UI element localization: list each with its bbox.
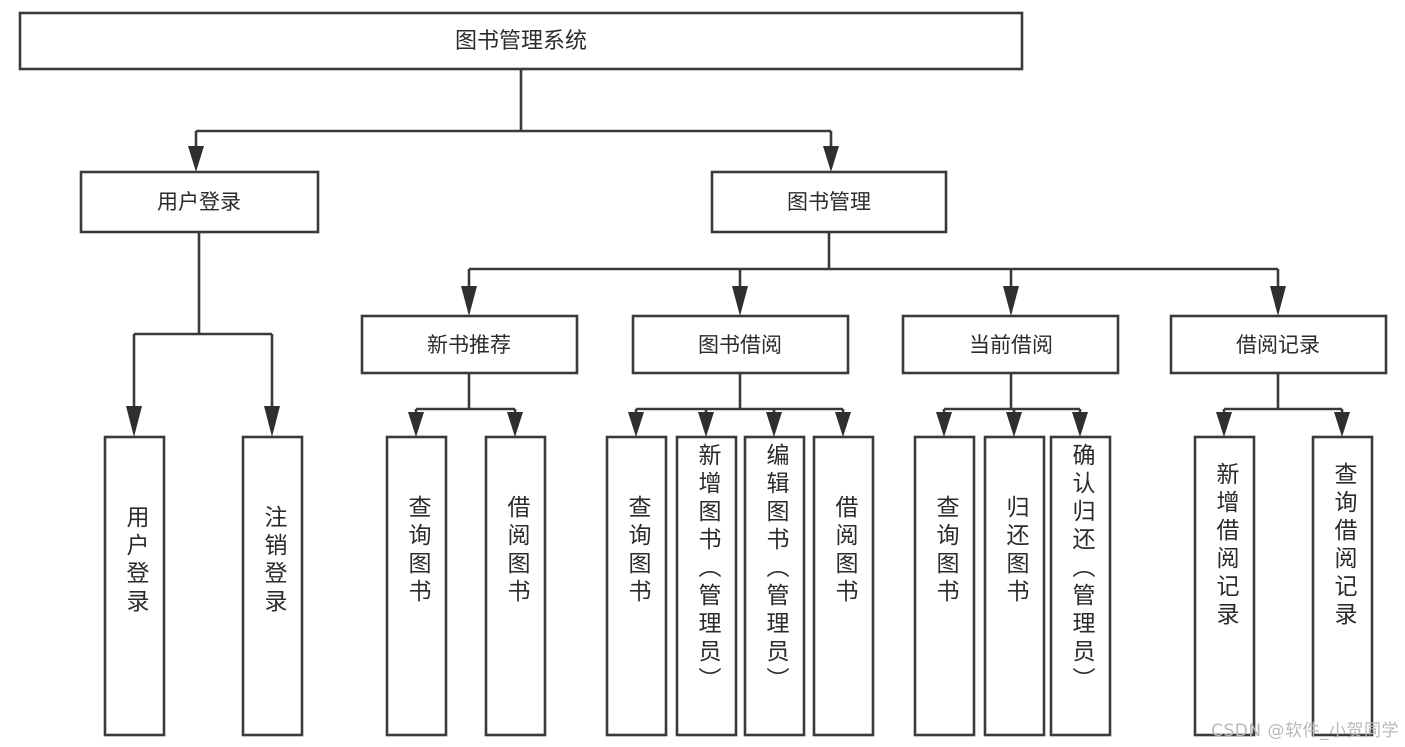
- node-current-borrow[interactable]: 当前借阅: [901, 314, 1120, 375]
- book-borrow-label: 图书借阅: [698, 333, 782, 357]
- leaf-box-edit-book[interactable]: [743, 435, 806, 737]
- node-user-login[interactable]: 用户登录: [79, 170, 320, 234]
- root-box[interactable]: [18, 11, 1024, 71]
- current-borrow-box[interactable]: [901, 314, 1120, 375]
- arrow-to-leaf-add-record: [1216, 412, 1232, 437]
- arrow-to-user-login: [188, 146, 204, 172]
- leaf-box-logout[interactable]: [241, 435, 304, 737]
- connector-current-borrow-to-leaves: [936, 373, 1088, 437]
- leaf-box-query-book-3[interactable]: [913, 435, 976, 737]
- leaf-box-query-book-2[interactable]: [605, 435, 668, 737]
- arrow-to-leaf-query-book-1: [408, 412, 424, 437]
- new-book-recommend-label: 新书推荐: [427, 333, 511, 357]
- node-book-borrow[interactable]: 图书借阅: [631, 314, 850, 375]
- leaf-box-borrow-book-1[interactable]: [484, 435, 547, 737]
- arrow-to-leaf-user-login: [126, 406, 142, 437]
- borrow-record-label: 借阅记录: [1236, 333, 1320, 357]
- arrow-to-leaf-query-book-3: [936, 412, 952, 437]
- user-login-label: 用户登录: [157, 190, 241, 214]
- leaf-box-confirm-return[interactable]: [1049, 435, 1112, 737]
- node-root[interactable]: 图书管理系统: [18, 11, 1024, 71]
- watermark-text: CSDN @软件_小贺同学: [1211, 721, 1399, 741]
- connector-root-to-level2: [188, 69, 839, 172]
- root-label: 图书管理系统: [455, 29, 587, 54]
- arrow-to-leaf-query-record: [1334, 412, 1350, 437]
- arrow-to-leaf-edit-book: [766, 412, 782, 437]
- book-manage-label: 图书管理: [787, 190, 871, 214]
- arrow-to-leaf-confirm-return: [1072, 412, 1088, 437]
- arrow-to-leaf-add-book: [698, 412, 714, 437]
- new-book-recommend-box[interactable]: [360, 314, 579, 375]
- leaf-box-query-record[interactable]: [1311, 435, 1374, 737]
- connector-book-borrow-to-leaves: [628, 373, 851, 437]
- leaf-box-borrow-book-2[interactable]: [812, 435, 875, 737]
- leaf-box-query-book-1[interactable]: [385, 435, 448, 737]
- arrow-to-leaf-borrow-book-1: [507, 412, 523, 437]
- connector-book-manage-to-level3: [461, 232, 1286, 316]
- arrow-to-leaf-return-book: [1006, 412, 1022, 437]
- node-new-book-recommend[interactable]: 新书推荐: [360, 314, 579, 375]
- node-book-manage[interactable]: 图书管理: [710, 170, 948, 234]
- leaf-box-add-book[interactable]: [675, 435, 738, 737]
- connector-user-login-to-leaves: [126, 232, 280, 437]
- leaf-box-user-login[interactable]: [103, 435, 166, 737]
- node-borrow-record[interactable]: 借阅记录: [1169, 314, 1388, 375]
- arrow-to-leaf-query-book-2: [628, 412, 644, 437]
- arrow-to-leaf-logout: [264, 406, 280, 437]
- borrow-record-box[interactable]: [1169, 314, 1388, 375]
- connector-new-book-recommend-to-leaves: [408, 373, 523, 437]
- connector-borrow-record-to-leaves: [1216, 373, 1350, 437]
- arrow-to-current-borrow: [1003, 286, 1019, 316]
- arrow-to-new-book-recommend: [461, 286, 477, 316]
- arrow-to-book-manage: [823, 146, 839, 172]
- book-borrow-box[interactable]: [631, 314, 850, 375]
- leaf-box-return-book[interactable]: [983, 435, 1046, 737]
- book-manage-box[interactable]: [710, 170, 948, 234]
- arrow-to-book-borrow: [732, 286, 748, 316]
- leaf-box-add-record[interactable]: [1193, 435, 1256, 737]
- current-borrow-label: 当前借阅: [969, 333, 1053, 357]
- leaf-boxes-group: [103, 435, 1374, 737]
- arrow-to-leaf-borrow-book-2: [835, 412, 851, 437]
- arrow-to-borrow-record: [1270, 286, 1286, 316]
